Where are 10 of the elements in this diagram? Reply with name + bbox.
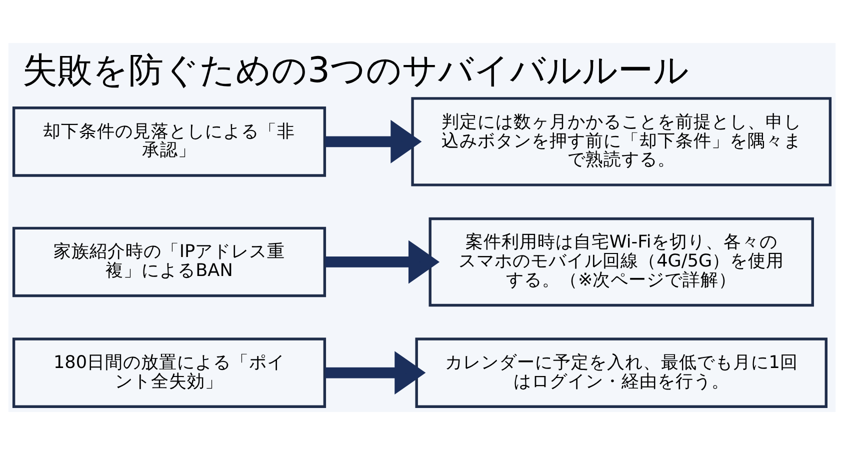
node-box: 却下条件の見落としによる「非承認」 [12,106,326,176]
node-box: 家族紹介時の「IPアドレス重複」によるBAN [12,226,326,297]
diagram-title: 失敗を防ぐための3つのサバイバルルール [22,49,689,90]
node-box: 案件利用時は自宅Wi-Fiを切り、各々のスマホのモバイル回線（4G/5G）を使用する。（※次ページで詳解） [428,216,814,306]
node-box: 判定には数ヶ月かかることを前提とし、申し込みボタンを押す前に「却下条件」を隅々まで熟読する。 [411,96,832,186]
arrow [325,119,422,163]
arrow [325,350,426,394]
node-box: カレンダーに予定を入れ、最低でも月に1回はログイン・経由を行う。 [415,337,828,408]
arrow [325,240,440,284]
node-box: 180日間の放置による「ポイント全失効」 [12,337,326,408]
